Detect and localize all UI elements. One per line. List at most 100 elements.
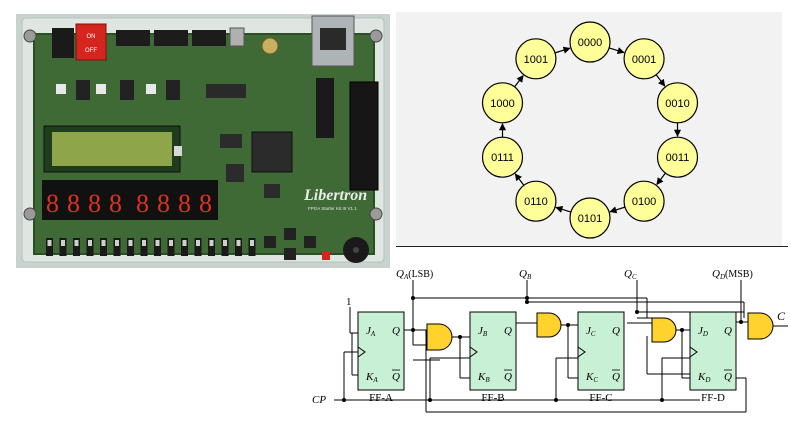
label-qc: QC	[624, 268, 637, 281]
state-node	[515, 38, 557, 80]
power-jack	[52, 28, 74, 58]
pin-j: JC	[586, 325, 596, 338]
transition-arrow	[514, 74, 524, 88]
seven-segment-display	[42, 180, 218, 220]
header-connector	[192, 30, 226, 46]
slide-switch-knob	[74, 240, 79, 246]
slide-switch	[221, 238, 229, 256]
seg-digit: 8	[178, 189, 191, 218]
push-button	[304, 236, 316, 248]
state-label: 0011	[666, 152, 690, 164]
header-connector	[116, 30, 150, 46]
push-button	[264, 236, 276, 248]
seg-digit: 8	[67, 189, 80, 218]
state-label: 1001	[524, 54, 548, 66]
and-gate-4	[747, 312, 774, 340]
slide-switch-knob	[128, 240, 133, 246]
state-label: 0101	[578, 213, 602, 225]
power-switch	[75, 23, 107, 61]
slide-switch-knob	[88, 240, 92, 246]
slide-switch-knob	[155, 240, 160, 246]
pin-k: KA	[365, 371, 378, 384]
pin-q: Q	[392, 325, 400, 337]
transition-arrow	[609, 206, 626, 214]
flip-flop-name: FF-A	[369, 392, 393, 404]
flip-flop-name: FF-B	[481, 392, 504, 404]
flip-flop-ff-d	[689, 311, 737, 391]
pin-q-bar: Q	[724, 371, 732, 383]
state-label: 0001	[632, 54, 656, 66]
state-node	[481, 82, 524, 124]
flip-flop-name: FF-D	[701, 392, 725, 404]
screw	[23, 207, 37, 221]
label-qa: QA(LSB)	[396, 268, 433, 281]
and-gate-3	[651, 317, 677, 343]
slide-switch-knob	[61, 240, 65, 246]
pin-j: JA	[366, 325, 376, 338]
slide-switch	[208, 238, 215, 256]
seg-digit: 8	[88, 189, 101, 218]
expansion-header	[316, 78, 334, 138]
lcd-pot	[174, 146, 182, 156]
pin-q-bar: Q	[612, 371, 620, 383]
label-c-output: C	[777, 309, 786, 323]
clock-triangle	[357, 346, 366, 358]
label-one: 1	[346, 296, 352, 308]
state-label: 0000	[578, 37, 602, 49]
slide-switch-knob	[101, 240, 106, 246]
transition-arrow	[656, 172, 666, 186]
flip-flop-name: FF-C	[589, 392, 612, 404]
state-node	[481, 136, 524, 178]
divider-line	[396, 246, 788, 247]
and-gate-1	[426, 323, 453, 351]
slide-switch	[167, 238, 175, 256]
push-button	[284, 228, 296, 240]
pin-j: JD	[698, 325, 708, 338]
state-node	[515, 180, 557, 222]
slide-switch	[59, 238, 67, 256]
seg-digit: 8	[199, 189, 212, 218]
transition-arrow	[514, 173, 525, 186]
seg-digit: 8	[46, 189, 59, 218]
state-node	[623, 180, 665, 222]
pin-q-bar: Q	[392, 371, 400, 383]
pin-q: Q	[724, 325, 732, 337]
label-qb: QB	[519, 268, 532, 281]
slide-switch	[154, 238, 161, 256]
screw	[23, 29, 37, 43]
brand-subtitle: FPGA Starter Kit III V1.1	[308, 206, 357, 211]
slide-switch-knob	[47, 240, 52, 246]
clock-triangle	[469, 346, 478, 358]
label-qd: QD(MSB)	[712, 268, 753, 281]
push-button	[284, 248, 296, 260]
reset-button	[322, 252, 330, 260]
flip-flop-ff-b	[469, 311, 517, 391]
slide-switch	[100, 238, 107, 256]
seg-digit: 8	[157, 189, 170, 218]
pin-k: KC	[585, 371, 598, 384]
slide-switch	[46, 238, 53, 256]
seg-digit: 8	[109, 189, 122, 218]
slide-switch	[113, 238, 121, 256]
slide-switch	[127, 238, 134, 256]
header-connector	[154, 30, 188, 46]
screw	[369, 207, 383, 221]
flip-flop-ff-a	[357, 311, 405, 391]
flip-flop-ff-c	[577, 311, 625, 391]
slide-switch-knob	[142, 240, 146, 246]
slide-switch-knob	[223, 240, 227, 246]
state-node	[656, 82, 699, 124]
usb-connector	[229, 27, 245, 47]
slide-switch-row	[46, 238, 256, 256]
state-label: 0100	[632, 196, 656, 208]
slide-switch-knob	[196, 240, 200, 246]
lcd-screen	[52, 132, 172, 166]
pin-q: Q	[612, 325, 620, 337]
state-node	[656, 136, 699, 178]
state-node	[623, 38, 665, 80]
slide-switch	[248, 238, 256, 256]
seg-digit: 8	[136, 189, 149, 218]
